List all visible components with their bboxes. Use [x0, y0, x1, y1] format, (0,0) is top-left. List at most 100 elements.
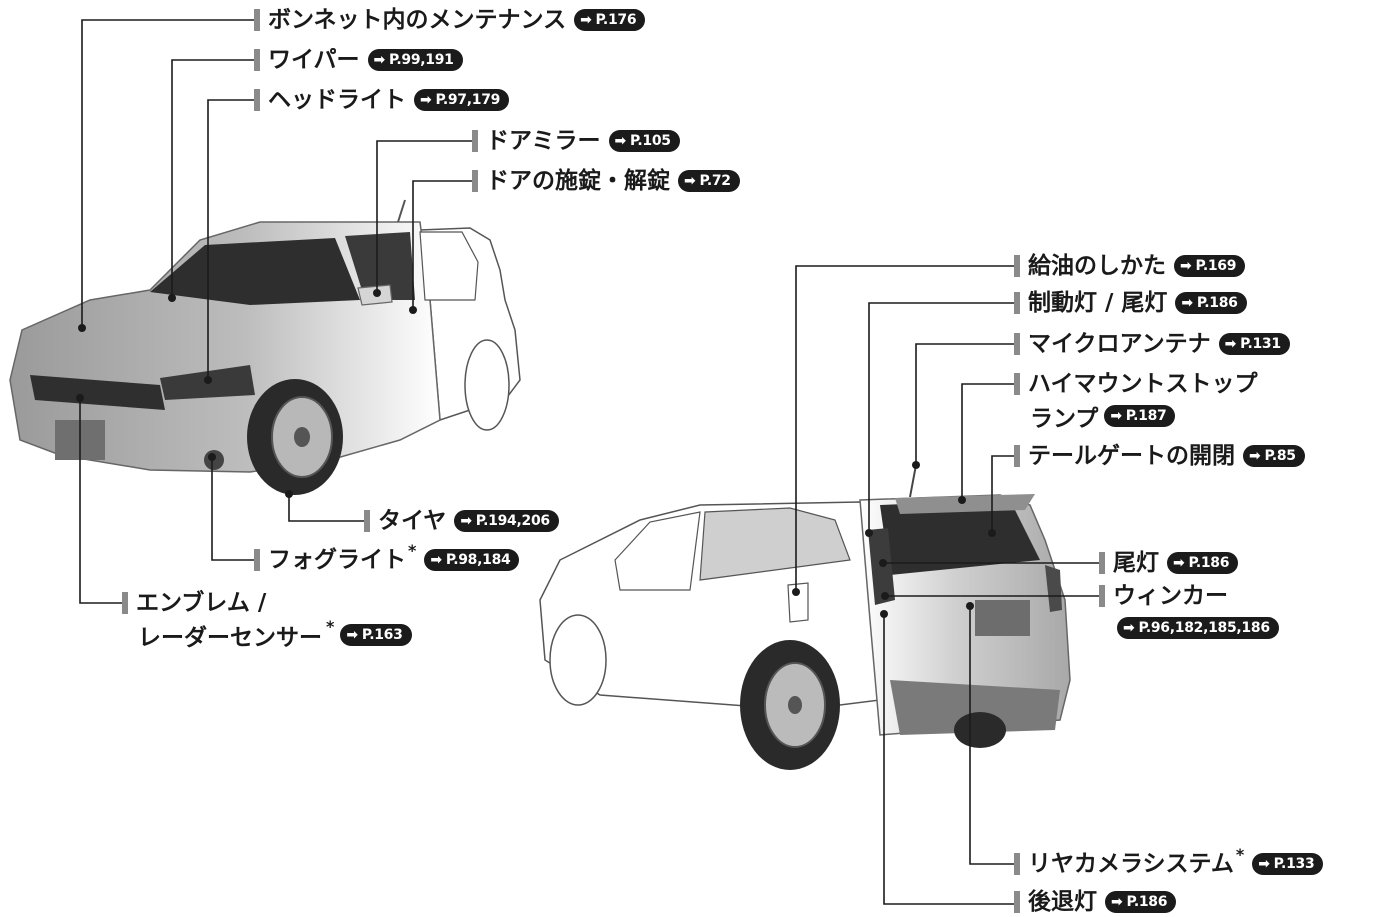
- page-ref-text: P.187: [1125, 408, 1167, 424]
- arrow-right-icon: ➡: [1180, 258, 1192, 274]
- page-ref-link[interactable]: ➡P.186: [1105, 891, 1177, 913]
- label-bar: [1014, 853, 1020, 875]
- label-radar-sensor: レーダーセンサー * ➡P.163: [138, 617, 412, 651]
- label-lamp: ランプ ➡P.187: [1030, 401, 1176, 432]
- page-ref-link[interactable]: ➡P.186: [1167, 552, 1239, 574]
- page-ref-text: P.133: [1273, 856, 1315, 872]
- label-text: ドアの施錠・解錠: [486, 167, 670, 194]
- label-tailgate: テールゲートの開閉 ➡P.85: [1014, 441, 1305, 471]
- label-bar: [254, 89, 260, 111]
- page-ref-link[interactable]: ➡P.163: [340, 624, 412, 646]
- label-bar: [472, 170, 478, 192]
- page-ref-text: P.194,206: [475, 513, 550, 529]
- page-ref-text: P.186: [1188, 555, 1230, 571]
- page-ref-text: P.176: [595, 12, 637, 28]
- label-bar: [254, 9, 260, 31]
- label-bar: [1014, 255, 1020, 277]
- leader-lines-rear: [795, 265, 1100, 905]
- label-headlight: ヘッドライト ➡P.97,179: [254, 85, 510, 115]
- label-backup-light: 後退灯 ➡P.186: [1014, 887, 1177, 917]
- label-high-mount-stop: ハイマウントストップ: [1014, 369, 1258, 399]
- arrow-right-icon: ➡: [684, 173, 696, 189]
- arrow-right-icon: ➡: [1224, 336, 1237, 352]
- page-ref-text: P.186: [1196, 295, 1238, 311]
- label-text: ボンネット内のメンテナンス: [268, 6, 567, 33]
- page-ref-link[interactable]: ➡P.176: [574, 9, 646, 31]
- label-text: テールゲートの開閉: [1028, 442, 1235, 469]
- label-wiper: ワイパー ➡P.99,191: [254, 45, 463, 75]
- label-text: 制動灯 / 尾灯: [1028, 289, 1168, 316]
- page-ref-link[interactable]: ➡P.169: [1174, 255, 1246, 277]
- arrow-right-icon: ➡: [1258, 856, 1270, 872]
- page-ref-text: P.186: [1126, 894, 1168, 910]
- page-ref-link[interactable]: ➡P.105: [608, 130, 680, 152]
- label-bar: [122, 592, 128, 614]
- arrow-right-icon: ➡: [430, 552, 442, 568]
- page-ref-link[interactable]: ➡P.72: [678, 170, 740, 192]
- label-bar: [1014, 292, 1020, 314]
- arrow-right-icon: ➡: [580, 12, 592, 28]
- label-fog-light: フォグライト * ➡P.98,184: [254, 543, 520, 575]
- arrow-right-icon: ➡: [614, 133, 627, 149]
- label-text: フォグライト: [268, 546, 406, 573]
- page-ref-link[interactable]: ➡P.133: [1252, 853, 1324, 875]
- arrow-right-icon: ➡: [373, 52, 386, 68]
- front-car: [9, 199, 521, 495]
- option-asterisk: *: [1235, 845, 1245, 864]
- page-ref-text: P.85: [1264, 448, 1296, 464]
- page-ref-link[interactable]: ➡P.97,179: [414, 89, 510, 111]
- arrow-right-icon: ➡: [420, 92, 432, 108]
- page-ref-link[interactable]: ➡P.187: [1104, 405, 1176, 427]
- label-tire: タイヤ ➡P.194,206: [364, 506, 559, 536]
- arrow-right-icon: ➡: [1110, 408, 1122, 424]
- arrow-right-icon: ➡: [346, 627, 358, 643]
- arrow-right-icon: ➡: [1249, 448, 1261, 464]
- label-text: リヤカメラシステム: [1028, 850, 1234, 877]
- label-bar: [472, 130, 478, 152]
- label-text: エンブレム /: [136, 589, 267, 616]
- page-ref-link[interactable]: ➡P.131: [1218, 333, 1290, 355]
- label-door-lock: ドアの施錠・解錠 ➡P.72: [472, 166, 740, 196]
- label-text: ランプ: [1030, 406, 1099, 432]
- label-bonnet-maintenance: ボンネット内のメンテナンス ➡P.176: [254, 5, 646, 35]
- label-brake-light: 制動灯 / 尾灯 ➡P.186: [1014, 288, 1247, 318]
- label-bar: [254, 549, 260, 571]
- page-ref-text: P.163: [361, 627, 403, 643]
- label-tail-light: 尾灯 ➡P.186: [1099, 548, 1239, 578]
- label-text: マイクロアンテナ: [1028, 330, 1211, 357]
- label-emblem: エンブレム /: [122, 588, 266, 618]
- page-ref-text: P.131: [1240, 336, 1281, 352]
- label-text: ドアミラー: [486, 127, 601, 154]
- page-ref-link[interactable]: ➡P.85: [1243, 445, 1305, 467]
- arrow-right-icon: ➡: [1181, 295, 1193, 311]
- page-ref-text: P.72: [699, 173, 731, 189]
- page-ref-link[interactable]: ➡P.186: [1175, 292, 1247, 314]
- page-ref-link[interactable]: ➡P.194,206: [454, 510, 559, 532]
- label-text: 尾灯: [1113, 549, 1159, 576]
- leader-dots-rear: [792, 461, 996, 618]
- page-ref-link[interactable]: ➡P.96,182,185,186: [1117, 617, 1279, 639]
- label-bar: [1014, 333, 1020, 355]
- page-ref-text: P.97,179: [435, 92, 501, 108]
- label-bar: [364, 510, 370, 532]
- label-text: レーダーセンサー: [138, 625, 322, 651]
- page-ref-link[interactable]: ➡P.98,184: [424, 549, 520, 571]
- page-ref-text: P.99,191: [388, 52, 454, 68]
- arrow-right-icon: ➡: [460, 513, 472, 529]
- label-text: ウィンカー: [1113, 582, 1228, 609]
- label-bar: [1014, 445, 1020, 467]
- label-door-mirror: ドアミラー ➡P.105: [472, 126, 680, 156]
- label-refueling: 給油のしかた ➡P.169: [1014, 251, 1246, 281]
- leader-dots-front: [76, 289, 417, 498]
- arrow-right-icon: ➡: [1123, 620, 1135, 636]
- label-bar: [1014, 891, 1020, 913]
- page-ref-text: P.169: [1195, 258, 1237, 274]
- label-bar: [1014, 373, 1020, 395]
- page-ref-link[interactable]: ➡P.99,191: [367, 49, 463, 71]
- label-micro-antenna: マイクロアンテナ ➡P.131: [1014, 329, 1290, 359]
- label-rear-camera: リヤカメラシステム * ➡P.133: [1014, 845, 1324, 879]
- arrow-right-icon: ➡: [1173, 555, 1185, 571]
- label-text: 後退灯: [1028, 888, 1097, 915]
